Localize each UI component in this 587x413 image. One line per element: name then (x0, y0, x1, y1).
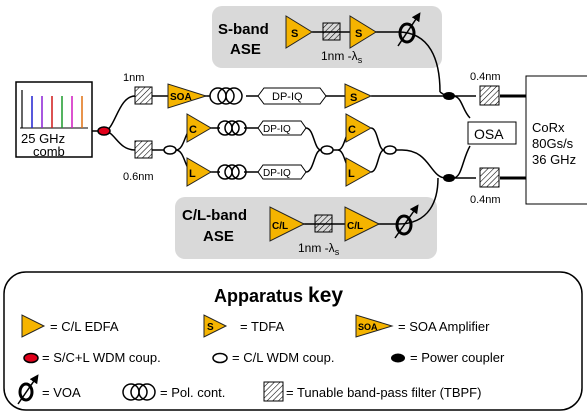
key-cl-wdm-label: = C/L WDM coup. (232, 350, 334, 365)
cl-wdm-coupler-1 (163, 145, 177, 155)
svg-text:DP-IQ: DP-IQ (272, 91, 303, 103)
svg-text:DP-IQ: DP-IQ (263, 168, 291, 179)
sband-tdfa-2: S (349, 15, 377, 49)
key-scl-wdm-icon (23, 352, 39, 364)
pol-controller-l (217, 164, 247, 180)
fiber-lines (92, 91, 526, 180)
tbpf-top-left-label: 1nm (123, 72, 144, 84)
dpiq-modulator-l: DP-IQ (257, 164, 307, 180)
clband-filter-label: 1nm -λs (298, 241, 340, 257)
key-edfa-icon (21, 314, 46, 338)
svg-text:L: L (348, 168, 355, 180)
dpiq-modulator-c: DP-IQ (257, 120, 307, 136)
edfa-c-left: C (186, 113, 212, 143)
osa-box: OSA (467, 121, 517, 145)
key-scl-wdm-label: = S/C+L WDM coup. (42, 350, 161, 365)
dpiq-modulator-s: DP-IQ (257, 87, 327, 105)
tbpf-top-right-label: 0.4nm (470, 71, 501, 83)
tbpf-bottom-right-label: 0.4nm (470, 194, 501, 206)
svg-text:S: S (350, 92, 357, 104)
svg-text:C/L: C/L (272, 221, 288, 232)
pol-controller-c (217, 120, 247, 136)
tbpf-bottom-left (134, 140, 153, 159)
clband-ase-box (175, 197, 437, 259)
clband-voa (394, 204, 419, 239)
key-cl-wdm-icon (212, 352, 228, 364)
svg-text:36 GHz: 36 GHz (532, 152, 576, 167)
key-edfa-label: = C/L EDFA (50, 319, 119, 334)
key-tdfa-label: = TDFA (240, 319, 285, 334)
key-voa-icon (17, 374, 39, 405)
clband-edfa-1: C/L (269, 206, 306, 242)
svg-text:S: S (207, 322, 214, 333)
clband-edfa-2: C/L (344, 206, 381, 242)
edfa-c-right: C (345, 113, 373, 143)
key-tbpf-icon (263, 381, 284, 402)
tbpf-top-left (134, 86, 153, 105)
key-pol-cont-icon (122, 383, 156, 401)
edfa-l-left: L (186, 157, 212, 187)
comb-source: 25 GHz comb (15, 81, 93, 159)
key-power-coupler-label: = Power coupler (410, 350, 505, 365)
tbpf-bottom-right (479, 167, 500, 188)
clband-title-2: ASE (203, 228, 234, 245)
svg-text:DP-IQ: DP-IQ (263, 124, 291, 135)
pol-controller-top (209, 87, 243, 105)
key-soa-icon: SOA (355, 314, 394, 338)
key-pol-cont-label: = Pol. cont. (160, 385, 225, 400)
power-coupler-bottom (443, 174, 455, 182)
svg-text:L: L (189, 168, 196, 180)
svg-text:OSA: OSA (474, 126, 504, 142)
tdfa-main: S (344, 83, 373, 109)
soa-amplifier: SOA (167, 83, 208, 109)
tbpf-bottom-left-label: 0.6nm (123, 171, 154, 183)
comb-label-2: comb (33, 144, 65, 159)
sband-title-1: S-band (218, 21, 269, 38)
scl-wdm-coupler (97, 126, 111, 136)
svg-text:SOA: SOA (170, 92, 192, 103)
tbpf-top-right (479, 85, 500, 106)
svg-text:SOA: SOA (358, 322, 378, 332)
svg-text:S: S (291, 28, 298, 40)
svg-text:80Gs/s: 80Gs/s (532, 136, 574, 151)
svg-text:C/L: C/L (347, 221, 363, 232)
key-power-coupler-icon (391, 353, 405, 363)
edfa-l-right: L (345, 157, 373, 187)
svg-text:S: S (355, 28, 362, 40)
corx-receiver: CoRx 80Gs/s 36 GHz (525, 75, 587, 205)
sband-tdfa-1: S (285, 15, 313, 49)
key-tdfa-icon: S (203, 314, 228, 338)
key-tbpf-label: = Tunable band-pass filter (TBPF) (286, 385, 481, 400)
cl-wdm-coupler-2 (320, 145, 334, 155)
key-voa-label: = VOA (42, 385, 81, 400)
comb-label-1: 25 GHz (21, 131, 65, 146)
svg-text:CoRx: CoRx (532, 120, 565, 135)
sband-filter-label: 1nm -λs (321, 49, 363, 65)
sband-tbpf (322, 22, 341, 41)
svg-text:C: C (189, 124, 197, 136)
sband-voa (397, 12, 421, 47)
svg-text:C: C (348, 124, 356, 136)
key-soa-label: = SOA Amplifier (398, 319, 490, 334)
clband-tbpf (314, 214, 333, 233)
cl-wdm-coupler-3 (383, 145, 397, 155)
clband-title-1: C/L-band (182, 207, 247, 224)
sband-title-2: ASE (230, 41, 261, 58)
power-coupler-top (443, 92, 455, 100)
